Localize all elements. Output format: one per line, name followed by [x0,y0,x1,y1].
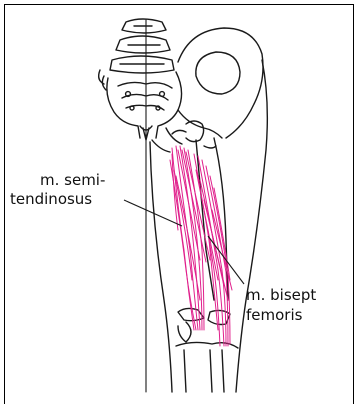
hamstring-muscles [170,146,232,346]
semitendinosus-label-line1: m. semi- [40,171,105,189]
semitendinosus-muscle [170,146,210,330]
leg-contour [150,60,267,392]
biceps-femoris-label-line1: m. bisept [246,286,316,304]
vertebrae [110,19,174,73]
knee-joint [176,308,238,392]
semitendinosus-label-line2: tendinosus [10,190,92,208]
biceps-femoris-label-line2: femoris [246,306,302,324]
pelvis [99,70,182,140]
